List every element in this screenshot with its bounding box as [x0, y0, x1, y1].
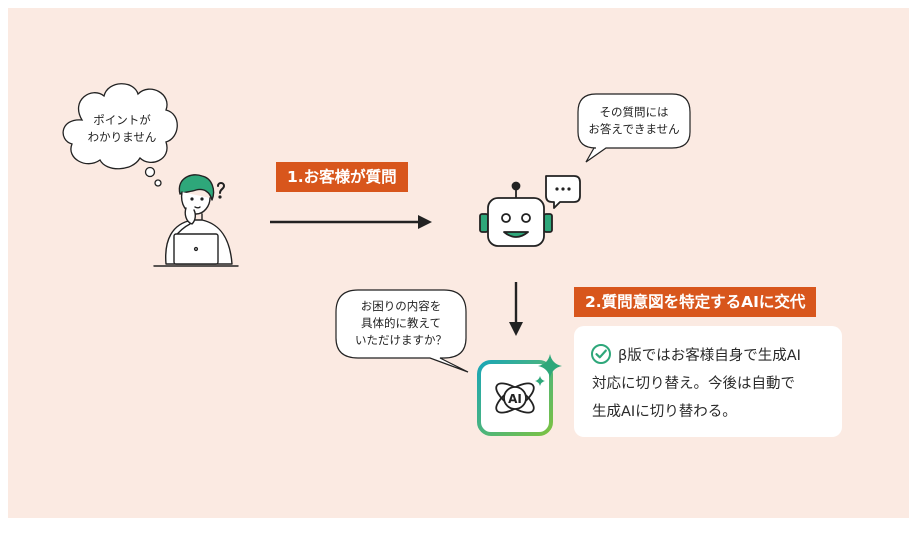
ai-reply-line2: 具体的に教えて	[361, 316, 441, 330]
ai-reply-line3: いただけますか？	[355, 333, 447, 347]
customer-thought-text: ポイントが わかりません	[72, 112, 172, 146]
info-line3: 生成AIに切り替わる。	[592, 404, 737, 420]
check-circle-icon	[591, 344, 611, 364]
bot-reply-line2: お答えできません	[588, 122, 680, 136]
sparkle-icon	[538, 354, 562, 378]
ai-logo-text: AI	[508, 392, 522, 406]
chatbot-robot-icon	[479, 175, 581, 247]
ai-app-icon: AI	[477, 354, 562, 436]
step2-label: 2.質問意図を特定するAIに交代	[574, 287, 817, 317]
down-arrow	[509, 282, 523, 336]
customer-thought-line2: わかりません	[87, 130, 157, 144]
ai-reply-text: お困りの内容を 具体的に教えて いただけますか？	[336, 298, 466, 349]
step1-label: 1.お客様が質問	[276, 162, 408, 192]
info-line1: β版ではお客様自身で生成AI	[618, 348, 801, 364]
customer-person-icon	[153, 174, 239, 267]
info-card: β版ではお客様自身で生成AI 対応に切り替え。今後は自動で 生成AIに切り替わる…	[574, 326, 842, 437]
info-line2: 対応に切り替え。今後は自動で	[592, 376, 795, 392]
chat-dot-icon	[555, 187, 559, 191]
customer-thought-line1: ポイントが	[93, 113, 151, 127]
bot-reply-line1: その質問には	[599, 105, 669, 119]
step1-arrow	[270, 215, 432, 229]
bot-reply-text: その質問には お答えできません	[578, 104, 690, 138]
ai-reply-line1: お困りの内容を	[360, 299, 442, 313]
